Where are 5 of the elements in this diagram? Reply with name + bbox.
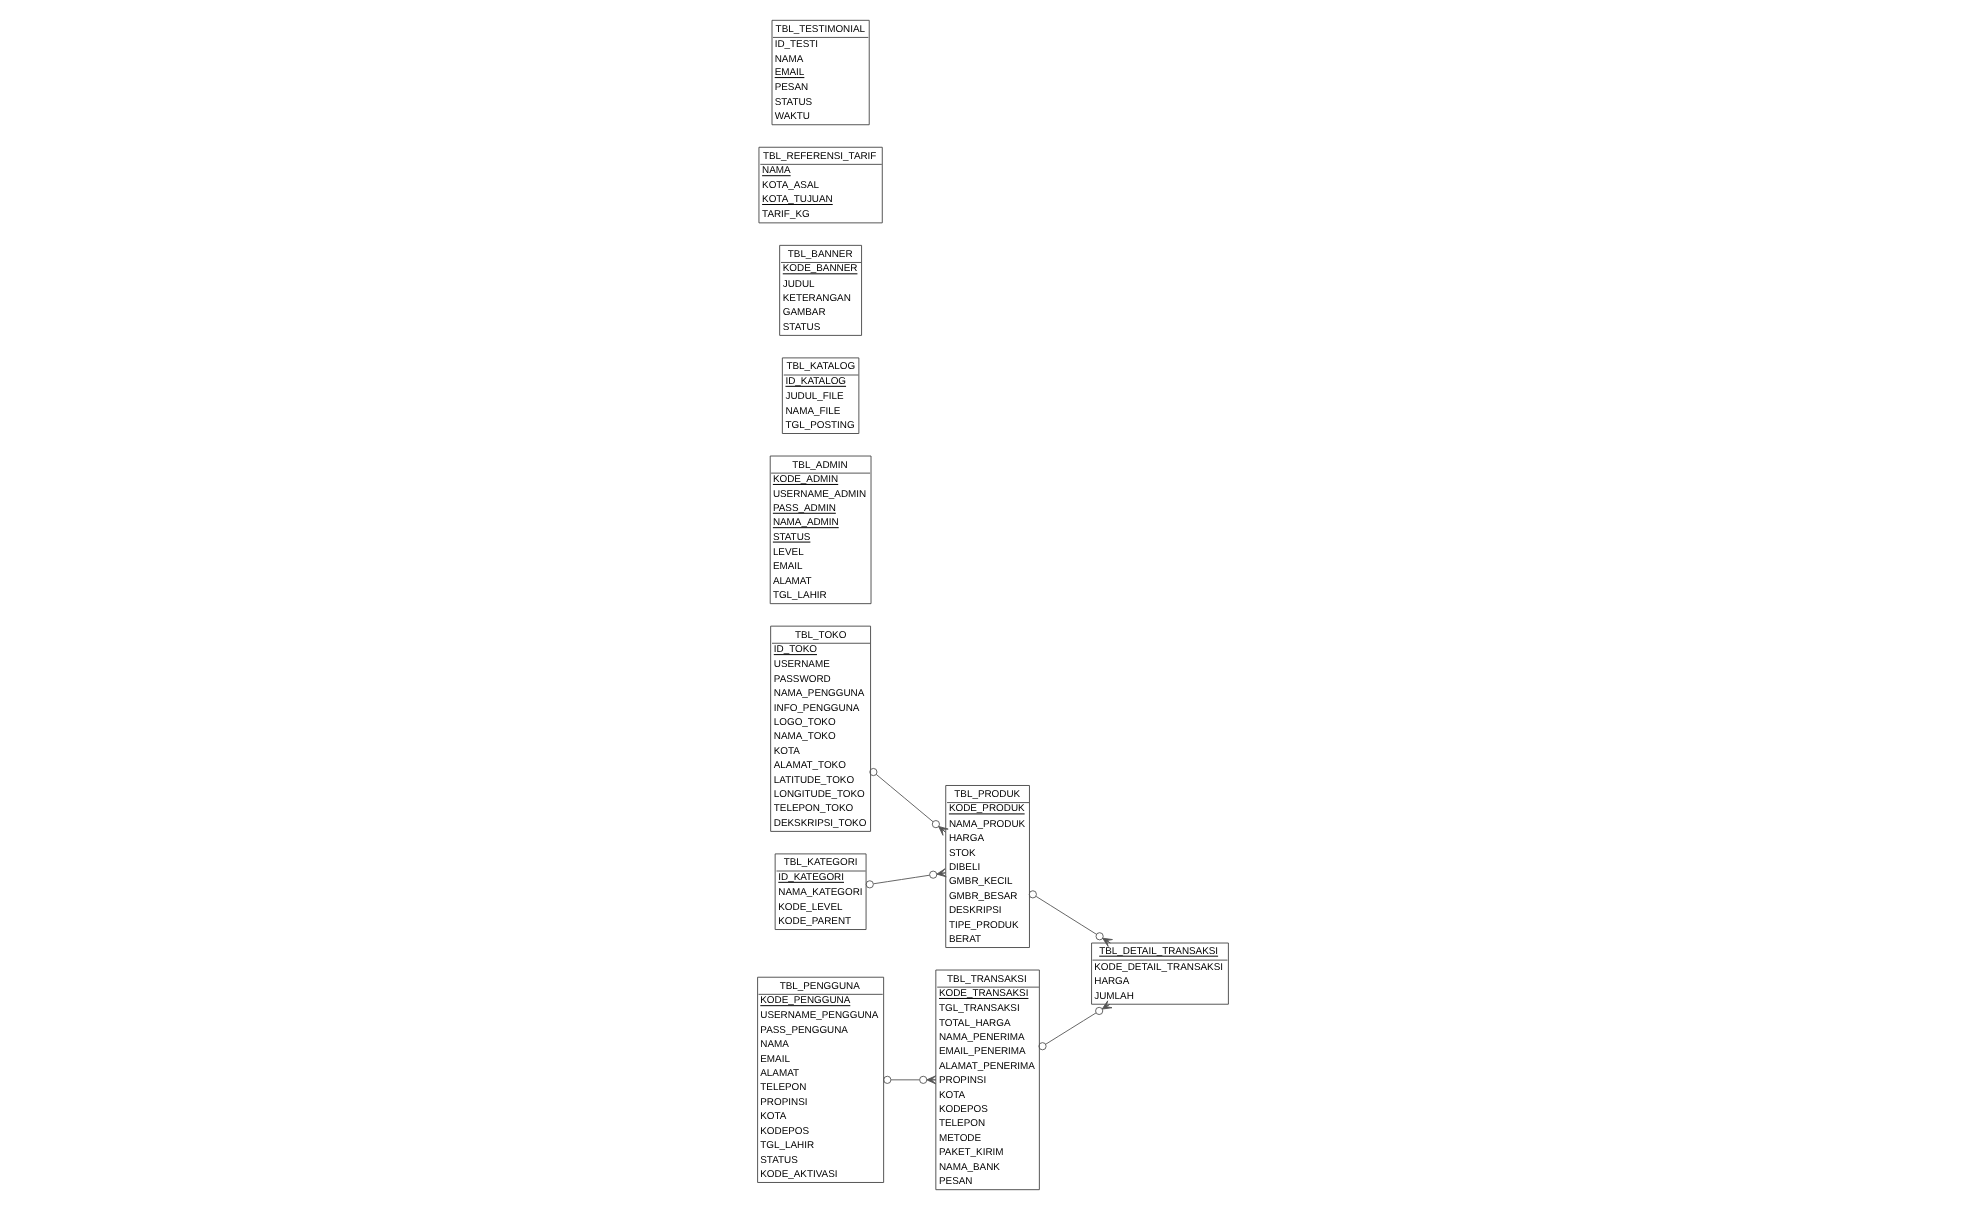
connector (882, 1075, 936, 1085)
connector (1037, 1000, 1112, 1051)
connector (1027, 890, 1112, 947)
connector (864, 868, 946, 889)
connector (868, 767, 948, 836)
